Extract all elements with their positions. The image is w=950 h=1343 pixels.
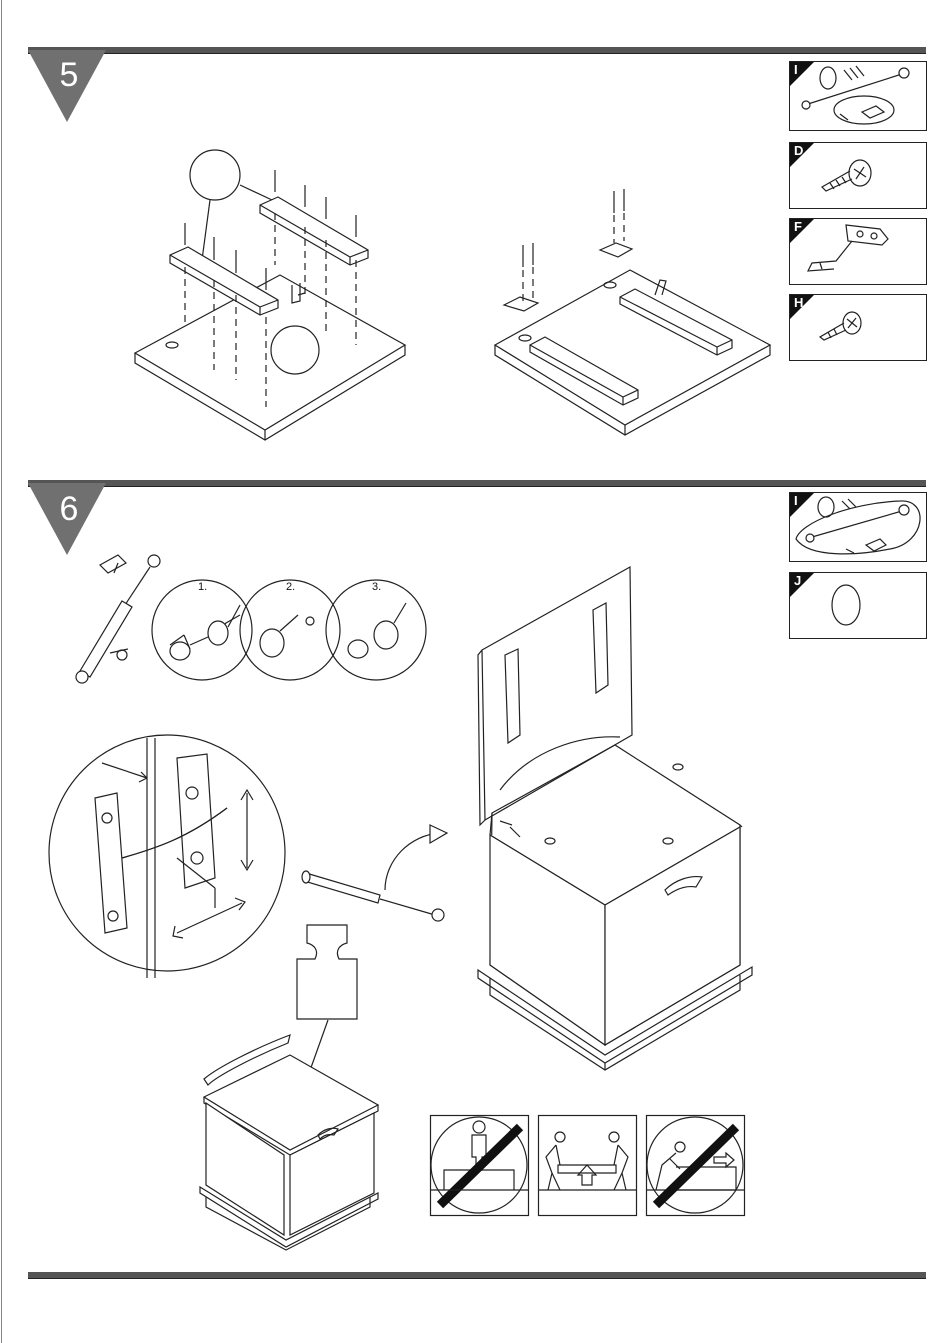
detail-callout-circle (190, 150, 240, 200)
sub-steps-illustration: 1. 2. 3. (150, 575, 430, 685)
step-5-header-bar (28, 47, 926, 54)
plug-icon (790, 573, 926, 638)
step-6-number: 6 (49, 490, 89, 529)
sub-step-3-label: 3. (372, 581, 381, 593)
part-box-D: D (789, 142, 927, 209)
gas-strut-kit-icon (790, 493, 926, 561)
open-chest-illustration (470, 565, 770, 1075)
weight-icon (295, 925, 360, 1020)
part-box-H: H (789, 294, 927, 361)
step-6-header-bar (28, 480, 926, 487)
no-standing-icon (430, 1115, 530, 1217)
part-box-J: J (789, 572, 927, 639)
screw-icon (790, 143, 926, 208)
sub-step-1-label: 1. (198, 581, 207, 593)
step-5-lid-hinge-assembly (490, 185, 780, 430)
sub-step-2-label: 2. (286, 581, 295, 593)
step-5-number: 5 (49, 56, 89, 95)
closed-chest-illustration (198, 1035, 383, 1250)
step-5-lid-batten-assembly (130, 145, 420, 440)
chest-lid (482, 567, 632, 820)
part-box-I: I (789, 61, 927, 131)
footer-bar (28, 1272, 926, 1279)
gas-strut-loose (300, 865, 450, 925)
no-dragging-icon (646, 1115, 746, 1217)
part-box-F: F (789, 218, 927, 285)
plug-callout-circle (271, 326, 319, 374)
gas-strut-kit-icon (790, 62, 926, 130)
two-person-lift-icon (538, 1115, 638, 1217)
wood-screw-icon (790, 295, 926, 360)
hinge-icon (790, 219, 926, 284)
hinge-adjustment-detail (47, 738, 292, 978)
part-box-I: I (789, 492, 927, 562)
page-edge (1, 0, 2, 1343)
